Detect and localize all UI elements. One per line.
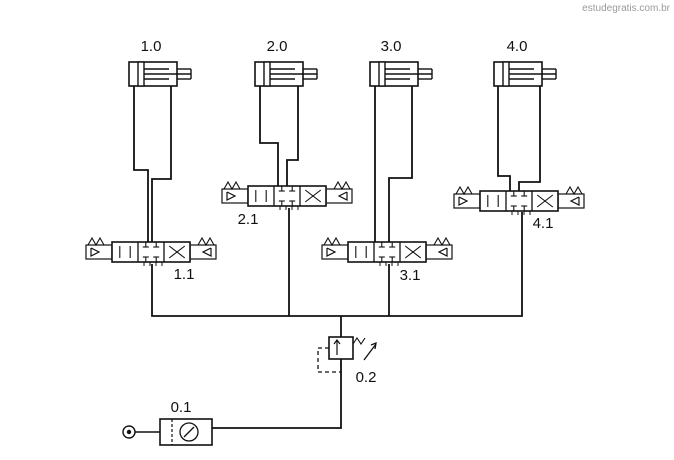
- valve-4-1: 4.1: [453, 185, 585, 232]
- valve-body: [247, 185, 327, 207]
- valve-body: [111, 241, 191, 263]
- working-line-a: [133, 86, 149, 242]
- cylinder-label: 2.0: [267, 38, 288, 55]
- spring-right: [333, 180, 351, 191]
- spring-right: [197, 236, 215, 247]
- cylinder-label: 4.0: [507, 38, 528, 55]
- pilot-arrow-left: [226, 191, 237, 201]
- pilot-line: [317, 347, 342, 373]
- pilot-arrow-left: [326, 247, 337, 257]
- cylinder-3-0: 3.0: [369, 38, 433, 87]
- pilot-arrow-right: [569, 196, 580, 206]
- spring-left: [87, 236, 105, 247]
- working-line-a: [497, 86, 511, 191]
- regulator-label: 0.2: [356, 369, 377, 386]
- supply-feed: [212, 358, 342, 429]
- valve-1-1: 1.1: [85, 236, 217, 283]
- spring-right: [565, 185, 583, 196]
- watermark: estudegratis.com.br: [582, 3, 670, 14]
- service-unit-label: 0.1: [171, 399, 192, 416]
- gauge-needle: [183, 426, 195, 438]
- valve-2-1: 2.1: [221, 180, 353, 228]
- air-lines: [133, 86, 541, 429]
- pilot-arrow-right: [437, 247, 448, 257]
- cylinder-1-0: 1.0: [128, 38, 192, 87]
- spring-left: [223, 180, 241, 191]
- spring-left: [323, 236, 341, 247]
- air-source: [122, 425, 160, 439]
- working-line-b: [151, 86, 172, 242]
- source-dot: [126, 429, 132, 435]
- flow-path: [536, 194, 554, 208]
- piston: [137, 61, 145, 87]
- regulator-body: [328, 336, 354, 360]
- valve-label: 2.1: [238, 211, 259, 228]
- cylinder-4-0: 4.0: [493, 38, 557, 87]
- valve-body: [347, 241, 427, 263]
- piston: [263, 61, 271, 87]
- pilot-arrow-right: [201, 247, 212, 257]
- cylinder-label: 3.0: [381, 38, 402, 55]
- service-unit: 0.1: [159, 399, 213, 446]
- valve-label: 3.1: [400, 267, 421, 284]
- valve-body: [479, 190, 559, 212]
- cylinder-2-0: 2.0: [254, 38, 318, 87]
- flow-path: [168, 245, 186, 259]
- valve-3-1: 3.1: [321, 236, 453, 284]
- piston: [502, 61, 510, 87]
- flow-path: [304, 189, 322, 203]
- supply-manifold: [151, 212, 523, 317]
- pilot-arrow-right: [337, 191, 348, 201]
- pilot-arrow-left: [90, 247, 101, 257]
- working-line-b: [518, 86, 541, 191]
- piston: [378, 61, 386, 87]
- cylinder-label: 1.0: [141, 38, 162, 55]
- working-line-b: [286, 86, 299, 186]
- regulator-arrowhead: [333, 339, 341, 345]
- pressure-regulator: 0.2: [317, 336, 377, 386]
- working-line-a: [259, 86, 279, 186]
- adjust-arrow: [363, 343, 377, 361]
- pilot-arrow-left: [458, 196, 469, 206]
- valve-label: 4.1: [533, 215, 554, 232]
- spring-right: [433, 236, 451, 247]
- valve-label: 1.1: [174, 266, 195, 283]
- spring-left: [455, 185, 473, 196]
- flow-path: [404, 245, 422, 259]
- regulator-spring: [352, 337, 366, 345]
- adjust-arrowhead: [370, 341, 377, 350]
- working-line-b: [388, 86, 413, 242]
